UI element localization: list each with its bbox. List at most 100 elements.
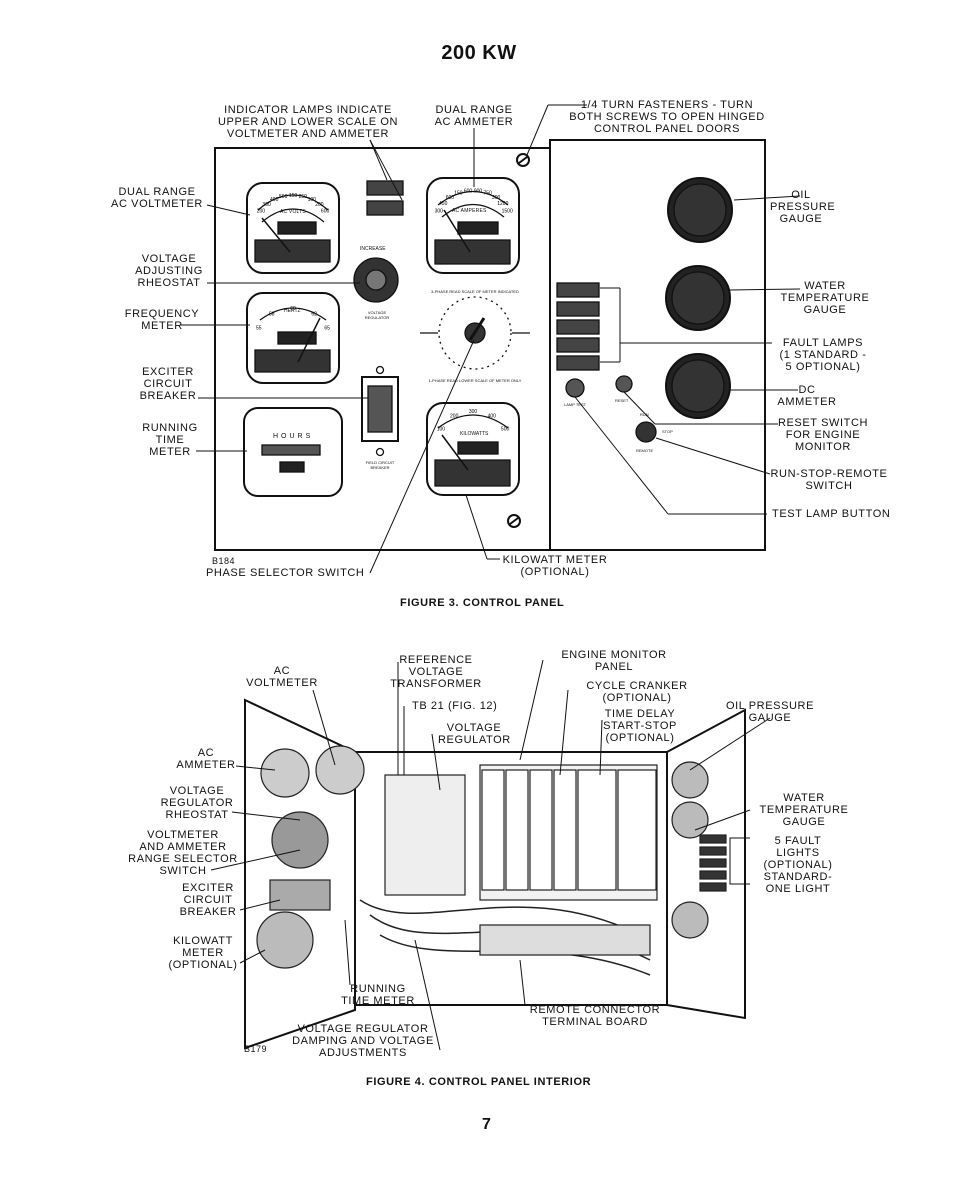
label-oil-pressure: OIL PRESSURE GAUGE (770, 189, 836, 225)
read-upper-scale-label: 3-PHASE READ SCALE OF METER INDICATED (431, 289, 519, 294)
figure-4-code: B179 (244, 1044, 268, 1054)
voltmeter-scale-number: 400 (270, 197, 279, 203)
label-f4-oil-pressure: OIL PRESSURE GAUGE (725, 700, 815, 724)
label-f4-ac-ammeter: AC AMMETER (176, 747, 236, 771)
label-f4-exciter-breaker: EXCITER CIRCUIT BREAKER (179, 882, 237, 918)
frequency-meter-graphic (246, 292, 340, 384)
hours-face-label: HOURS (273, 433, 314, 440)
kilowatt-face-label: KILOWATTS (460, 431, 489, 437)
label-f4-time-delay: TIME DELAY START-STOP (OPTIONAL) (603, 708, 677, 744)
label-f4-range-selector: VOLTMETER AND AMMETER RANGE SELECTOR SWI… (128, 829, 238, 877)
label-run-stop-remote: RUN-STOP-REMOTE SWITCH (770, 468, 888, 492)
kilowatt-scale-number: 400 (488, 414, 497, 420)
control-panel-right-door (549, 139, 766, 551)
ammeter-scale-number: 900 (474, 188, 483, 194)
label-water-temp: WATER TEMPERATURE GAUGE (780, 280, 870, 316)
label-fasteners: 1/4 TURN FASTENERS - TURN BOTH SCREWS TO… (569, 99, 765, 135)
frequency-scale-number: 58 (269, 311, 275, 317)
figure-3-code: B184 (212, 556, 236, 566)
voltmeter-scale-number: 300 (262, 202, 271, 208)
label-voltage-rheostat: VOLTAGE ADJUSTING RHEOSTAT (135, 253, 203, 289)
label-phase-selector: PHASE SELECTOR SWITCH (206, 567, 365, 579)
fault-lamp-strip (556, 282, 600, 371)
fastener-top (516, 153, 530, 167)
ammeter-scale-number: 600 (464, 188, 473, 194)
label-kilowatt-meter: KILOWATT METER (OPTIONAL) (502, 554, 608, 578)
run-label: RUN (640, 412, 649, 417)
label-f4-running-time: RUNNING TIME METER (341, 983, 415, 1007)
stop-label: STOP (662, 429, 673, 434)
kilowatt-scale-number: 200 (450, 414, 459, 420)
figure-4-caption: FIGURE 4. CONTROL PANEL INTERIOR (366, 1076, 592, 1088)
frequency-scale-number: 62 (311, 311, 317, 317)
ammeter-scale-number: 300 (435, 209, 444, 215)
label-f4-engine-monitor: ENGINE MONITOR PANEL (561, 649, 667, 673)
figure-3-caption: FIGURE 3. CONTROL PANEL (400, 597, 565, 609)
label-f4-water-temp: WATER TEMPERATURE GAUGE (759, 792, 849, 828)
ammeter-scale-number: 450 (439, 201, 448, 207)
frequency-scale-number: 55 (256, 325, 262, 331)
ac-voltmeter-meter-graphic (246, 182, 340, 274)
ammeter-scale-number: 750 (483, 191, 492, 197)
ammeter-face-label: AC AMPERES (452, 208, 487, 214)
voltmeter-scale-number: 200 (315, 202, 324, 208)
page-title: 200 KW (441, 42, 517, 64)
voltage-regulator-label: VOLTAGE REGULATOR (364, 310, 390, 320)
kilowatt-scale-number: 100 (437, 427, 446, 433)
ammeter-scale-number: 600 (446, 195, 455, 201)
ac-ammeter-meter-graphic (426, 177, 520, 274)
voltmeter-face-label: AC VOLTS (280, 209, 306, 215)
frequency-scale-number: 60 (290, 306, 296, 312)
voltmeter-scale-number: 100 (308, 197, 317, 203)
ammeter-scale-number: 300 (492, 195, 501, 201)
label-f4-damping: VOLTAGE REGULATOR DAMPING AND VOLTAGE AD… (292, 1023, 434, 1059)
label-f4-ref-transformer: REFERENCE VOLTAGE TRANSFORMER (390, 654, 482, 690)
field-breaker-label: FIELD CIRCUIT BREAKER (365, 460, 395, 470)
label-dual-range-ammeter: DUAL RANGE AC AMMETER (434, 104, 514, 128)
label-frequency-meter: FREQUENCY METER (124, 308, 200, 332)
read-lower-scale-label: 1-PHASE READ LOWER SCALE OF METER ONLY (428, 378, 522, 383)
frequency-face-label: HERTZ (284, 308, 301, 314)
label-indicator-lamps: INDICATOR LAMPS INDICATE UPPER AND LOWER… (217, 104, 399, 140)
label-f4-kilowatt-meter: KILOWATT METER (OPTIONAL) (168, 935, 238, 971)
label-running-time-meter: RUNNING TIME METER (142, 422, 198, 458)
label-reset-switch: RESET SWITCH FOR ENGINE MONITOR (777, 417, 869, 453)
kilowatt-scale-number: 500 (501, 427, 510, 433)
page-number: 7 (482, 1116, 491, 1133)
lamp-test-label: LAMP TEST (564, 402, 587, 407)
label-dc-ammeter: DC AMMETER (777, 384, 837, 408)
ammeter-scale-number: 1200 (497, 201, 508, 207)
run-stop-remote-knob (635, 421, 657, 443)
label-f4-remote-connector: REMOTE CONNECTOR TERMINAL BOARD (529, 1004, 661, 1028)
voltmeter-scale-number: 500 (279, 194, 288, 200)
kilowatt-scale-number: 300 (469, 409, 478, 415)
kilowatt-meter-graphic (426, 402, 520, 496)
label-f4-cycle-cranker: CYCLE CRANKER (OPTIONAL) (586, 680, 688, 704)
label-f4-vr-rheostat: VOLTAGE REGULATOR RHEOSTAT (160, 785, 234, 821)
ammeter-scale-number: 1500 (502, 209, 513, 215)
label-test-lamp: TEST LAMP BUTTON (772, 508, 891, 520)
label-f4-voltage-regulator: VOLTAGE REGULATOR (438, 722, 511, 746)
running-time-meter-graphic (243, 407, 343, 497)
remote-label: REMOTE (636, 448, 654, 453)
label-exciter-breaker: EXCITER CIRCUIT BREAKER (139, 366, 197, 402)
label-f4-ac-voltmeter: AC VOLTMETER (246, 665, 318, 689)
indicator-lamp-lower (366, 200, 404, 216)
voltmeter-scale-number: 200 (257, 208, 266, 214)
voltmeter-scale-number: 600 (321, 208, 330, 214)
phase-selector-dial (420, 296, 530, 370)
label-f4-fault-lights: 5 FAULT LIGHTS (OPTIONAL) STANDARD- ONE … (763, 835, 833, 895)
label-fault-lamps: FAULT LAMPS (1 STANDARD - 5 OPTIONAL) (779, 337, 867, 373)
voltmeter-scale-number: 150 (289, 193, 298, 199)
ammeter-scale-number: 150 (454, 191, 463, 197)
frequency-scale-number: 65 (324, 325, 330, 331)
increase-label: INCREASE (360, 246, 386, 252)
label-dual-range-voltmeter: DUAL RANGE AC VOLTMETER (111, 186, 203, 210)
reset-label: RESET (615, 398, 629, 403)
voltmeter-scale-number: 250 (299, 194, 308, 200)
label-f4-tb21: TB 21 (FIG. 12) (412, 700, 498, 712)
fastener-bottom (507, 514, 521, 528)
